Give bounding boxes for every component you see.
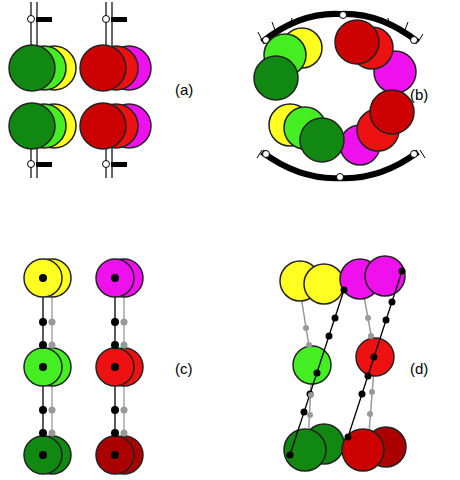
panel-label: (d)	[410, 360, 428, 377]
panel-label: (c)	[175, 360, 193, 377]
panel-a	[9, 2, 151, 178]
panel-label: (b)	[410, 86, 428, 103]
panel-d	[280, 256, 406, 471]
panel-c	[24, 259, 143, 474]
panel-label: (a)	[175, 81, 193, 98]
panel-b	[254, 12, 425, 181]
